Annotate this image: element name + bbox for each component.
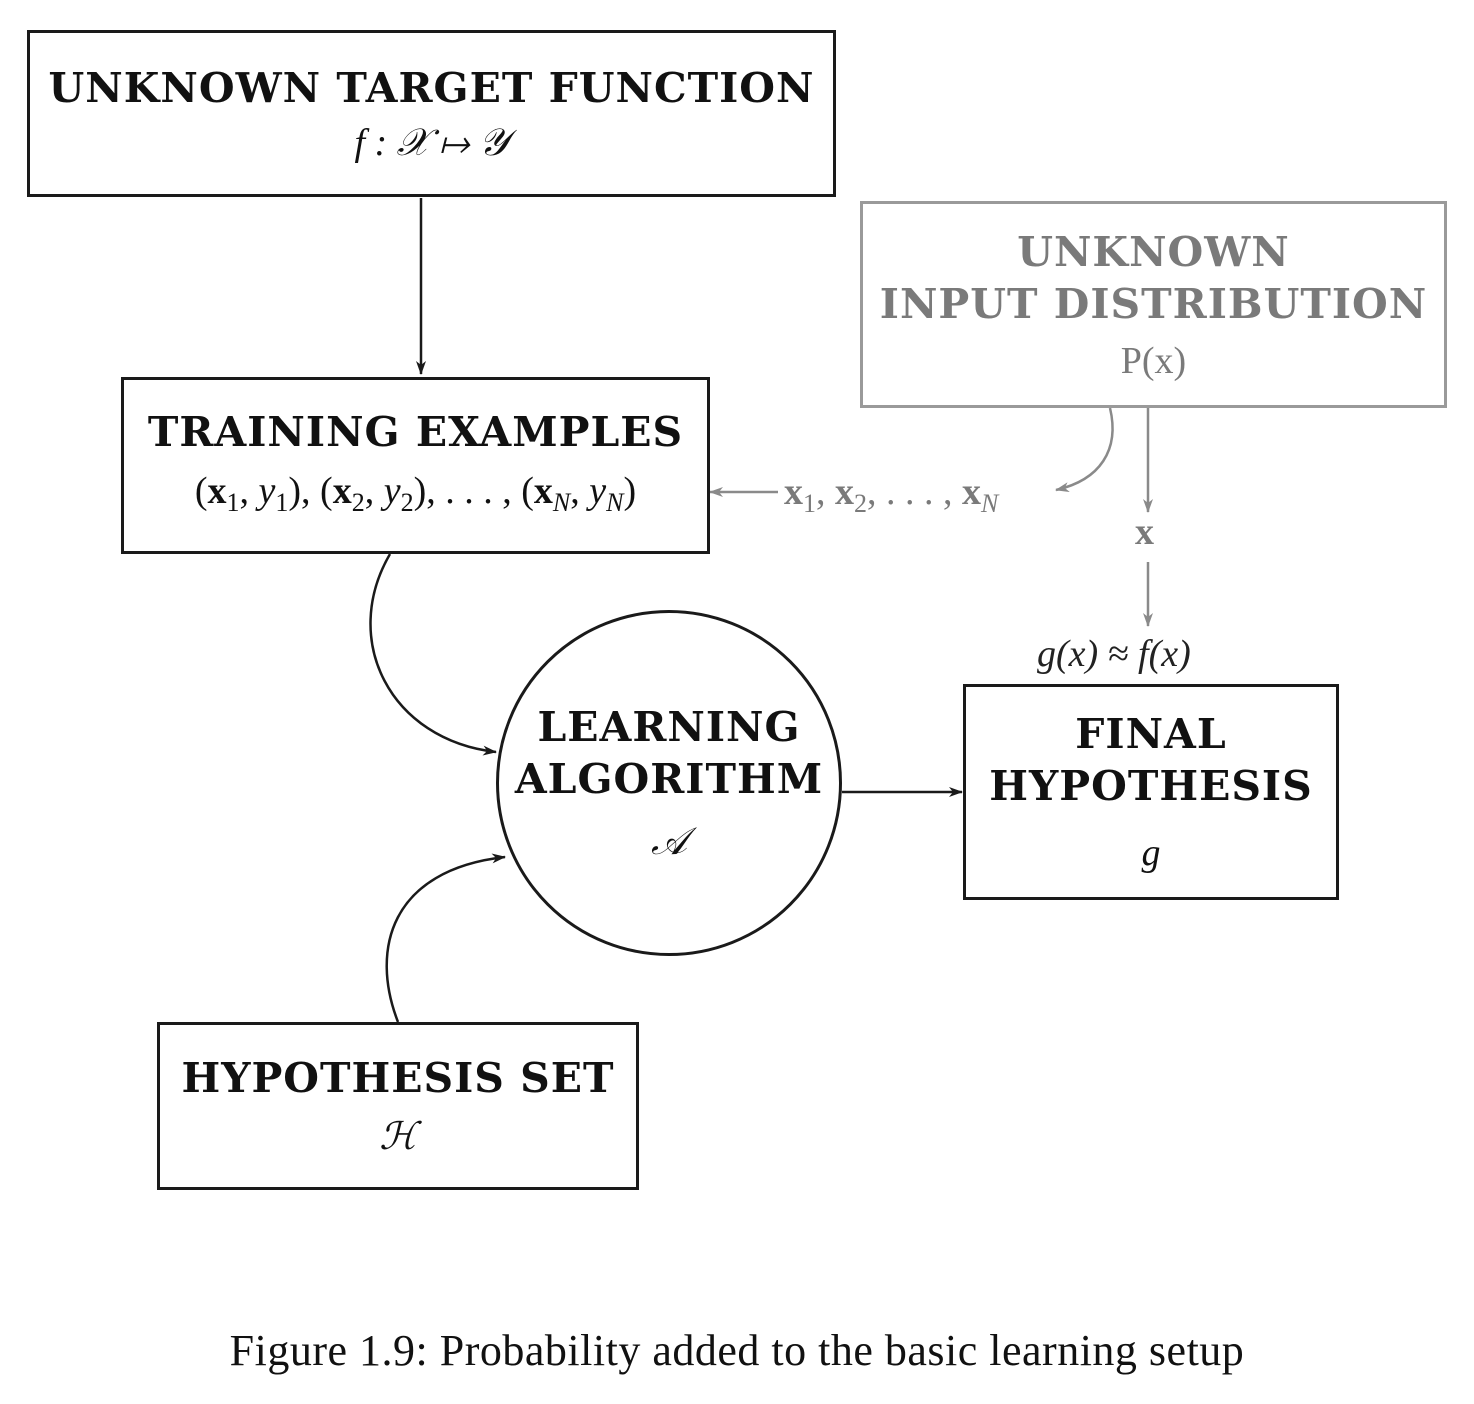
input-distribution-title-line2: INPUT DISTRIBUTION — [879, 279, 1428, 328]
hypothesis-set-math: ℋ — [379, 1116, 417, 1158]
hypothesis-set-box: HYPOTHESIS SET ℋ — [157, 1022, 639, 1190]
final-hypothesis-title-line1: FINAL — [1075, 710, 1227, 758]
target-function-math: f : 𝒳 ↦ 𝒴 — [354, 121, 509, 164]
figure-caption: Figure 1.9: Probability added to the bas… — [229, 1326, 1245, 1375]
input-distribution-math: P(x) — [1120, 339, 1187, 382]
arrow-training-to-algorithm — [369, 553, 497, 756]
learning-algorithm-node: LEARNING ALGORITHM 𝒜 — [496, 610, 842, 956]
samples-label: x1, x2, . . . , xN — [784, 471, 999, 518]
training-examples-title: TRAINING EXAMPLES — [147, 407, 684, 456]
final-hypothesis-box: FINAL HYPOTHESIS g — [963, 684, 1339, 900]
final-hypothesis-math: g — [1141, 832, 1161, 874]
arrow-hypset-to-algorithm — [385, 853, 506, 1023]
arrow-distribution-to-samples — [1055, 407, 1114, 492]
learning-algorithm-math: 𝒜 — [651, 821, 687, 863]
learning-algorithm-title-line2: ALGORITHM — [514, 755, 824, 803]
learning-algorithm-title-line1: LEARNING — [537, 703, 801, 751]
x-label: x — [1135, 511, 1154, 553]
input-distribution-title-line1: UNKNOWN — [1017, 227, 1290, 276]
training-examples-math: (x1, y1), (x2, y2), . . . , (xN, yN) — [194, 469, 637, 517]
approximation-label: g(x) ≈ f(x) — [1037, 633, 1191, 675]
target-function-box: UNKNOWN TARGET FUNCTION f : 𝒳 ↦ 𝒴 — [27, 30, 836, 197]
training-examples-box: TRAINING EXAMPLES (x1, y1), (x2, y2), . … — [121, 377, 710, 554]
final-hypothesis-title-line2: HYPOTHESIS — [989, 762, 1313, 810]
input-distribution-box: UNKNOWN INPUT DISTRIBUTION P(x) — [860, 201, 1447, 408]
hypothesis-set-title: HYPOTHESIS SET — [181, 1054, 615, 1102]
target-function-title: UNKNOWN TARGET FUNCTION — [48, 63, 815, 112]
